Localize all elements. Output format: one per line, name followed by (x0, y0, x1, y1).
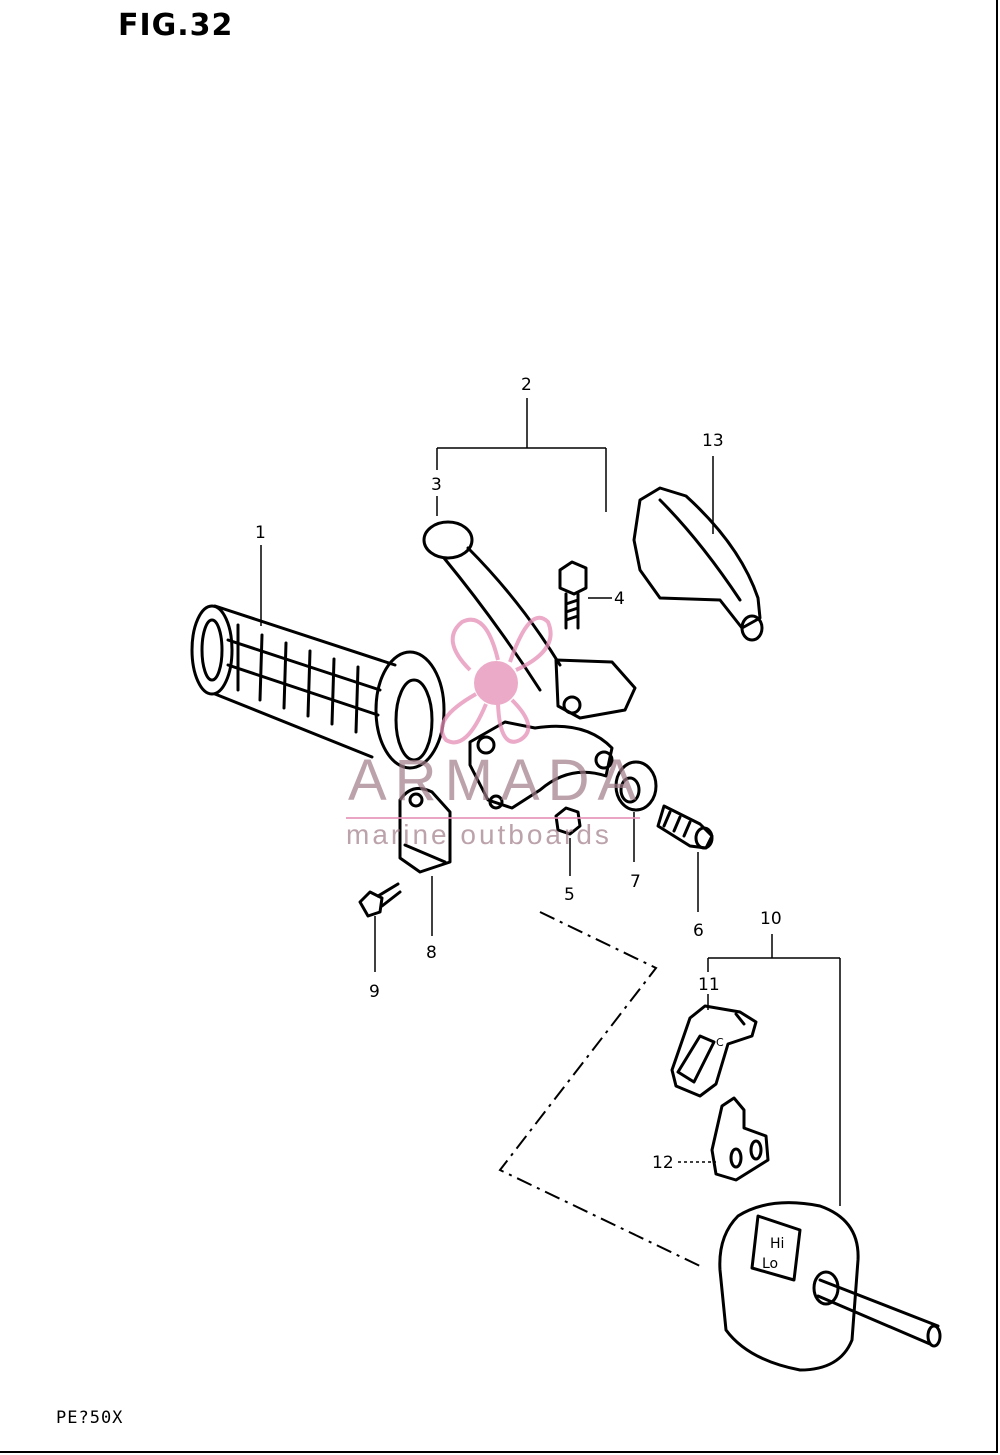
switch-label-small: C (716, 1036, 724, 1049)
callout-6: 6 (693, 921, 704, 941)
figure-title: FIG.32 (118, 8, 234, 43)
callout-12: 12 (652, 1153, 674, 1173)
callout-5: 5 (564, 885, 575, 905)
part-2-holder (468, 720, 614, 810)
callout-2: 2 (521, 375, 532, 395)
switch-label-hi: Hi (770, 1236, 784, 1252)
leader-lines (260, 398, 841, 1206)
callout-11: 11 (698, 975, 720, 995)
part-7-cap (614, 760, 658, 812)
watermark: ARMADA marine outboards (346, 615, 644, 850)
watermark-tagline: marine outboards (346, 819, 612, 850)
part-11-switch (670, 1004, 758, 1098)
part-3-lever (422, 520, 637, 720)
callout-13: 13 (702, 431, 724, 451)
part-6-adjuster (656, 804, 714, 850)
switch-label-lo: Lo (762, 1256, 778, 1272)
callout-4: 4 (614, 589, 625, 609)
part-13-boot (632, 486, 764, 642)
part-10-housing (718, 1201, 942, 1372)
callout-3: 3 (431, 475, 442, 495)
part-5-nut (554, 806, 582, 836)
callout-9: 9 (369, 982, 380, 1002)
part-12-plate (710, 1096, 770, 1182)
assembly-line (498, 911, 701, 1267)
watermark-brand: ARMADA (348, 748, 644, 813)
part-4-bolt (558, 560, 588, 630)
callout-7: 7 (630, 872, 641, 892)
part-9-bolt (358, 882, 402, 918)
callout-10: 10 (760, 909, 782, 929)
model-code: PE?50X (56, 1408, 124, 1428)
part-1-grip (190, 604, 446, 770)
callout-1: 1 (255, 523, 266, 543)
watermark-propeller-icon (439, 615, 553, 745)
callout-8: 8 (426, 943, 437, 963)
part-8-clamp (398, 786, 452, 874)
